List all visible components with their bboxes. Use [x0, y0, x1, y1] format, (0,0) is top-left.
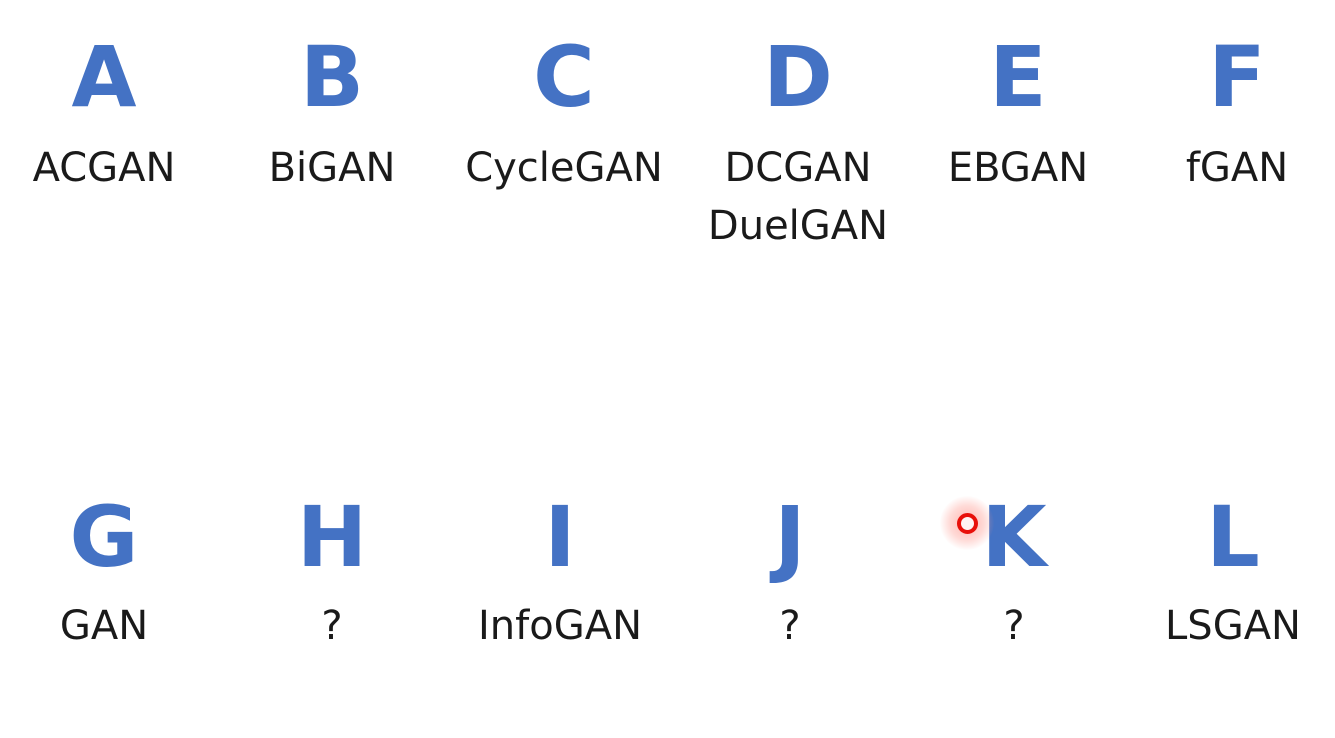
gan-cell-i: I InfoGAN [440, 487, 680, 655]
letter-e: E [989, 28, 1047, 126]
gan-name-k-unknown: ? [1003, 603, 1025, 649]
letter-g: G [69, 488, 139, 586]
letter-b: B [299, 28, 365, 126]
letter-c: C [533, 28, 595, 126]
letter-d: D [763, 28, 833, 126]
gan-name-dcgan: DCGAN [724, 145, 872, 191]
letter-l: L [1206, 488, 1260, 586]
gan-name-cyclegan: CycleGAN [465, 145, 663, 191]
gan-cell-d: D DCGAN DuelGAN [678, 27, 918, 255]
letter-a: A [71, 28, 137, 126]
gan-name-ebgan: EBGAN [947, 145, 1089, 191]
gan-name-fgan: fGAN [1185, 145, 1289, 191]
gan-cell-e: E EBGAN [898, 27, 1138, 197]
letter-f: F [1208, 28, 1266, 126]
gan-cell-a: A ACGAN [0, 27, 224, 197]
gan-name-infogan: InfoGAN [478, 603, 642, 649]
gan-name-duelgan: DuelGAN [707, 203, 889, 249]
gan-cell-k: K ? [894, 487, 1134, 655]
gan-cell-l: L LSGAN [1113, 487, 1335, 655]
laser-pointer-icon [940, 496, 994, 550]
gan-name-h-unknown: ? [321, 603, 343, 649]
gan-cell-h: H ? [212, 487, 452, 655]
laser-pointer-dot [957, 513, 978, 534]
gan-name-lsgan: LSGAN [1165, 603, 1301, 649]
letter-i: I [544, 488, 576, 586]
gan-name-bigan: BiGAN [268, 145, 396, 191]
letter-j: J [774, 488, 806, 586]
gan-cell-c: C CycleGAN [444, 27, 684, 197]
gan-cell-b: B BiGAN [212, 27, 452, 197]
gan-cell-g: G GAN [0, 487, 224, 655]
letter-h: H [296, 488, 368, 586]
gan-name-acgan: ACGAN [32, 145, 176, 191]
gan-name-gan: GAN [59, 603, 149, 649]
gan-cell-f: F fGAN [1117, 27, 1335, 197]
letter-k: K [981, 488, 1047, 586]
gan-name-j-unknown: ? [779, 603, 801, 649]
gan-cell-j: J ? [670, 487, 910, 655]
